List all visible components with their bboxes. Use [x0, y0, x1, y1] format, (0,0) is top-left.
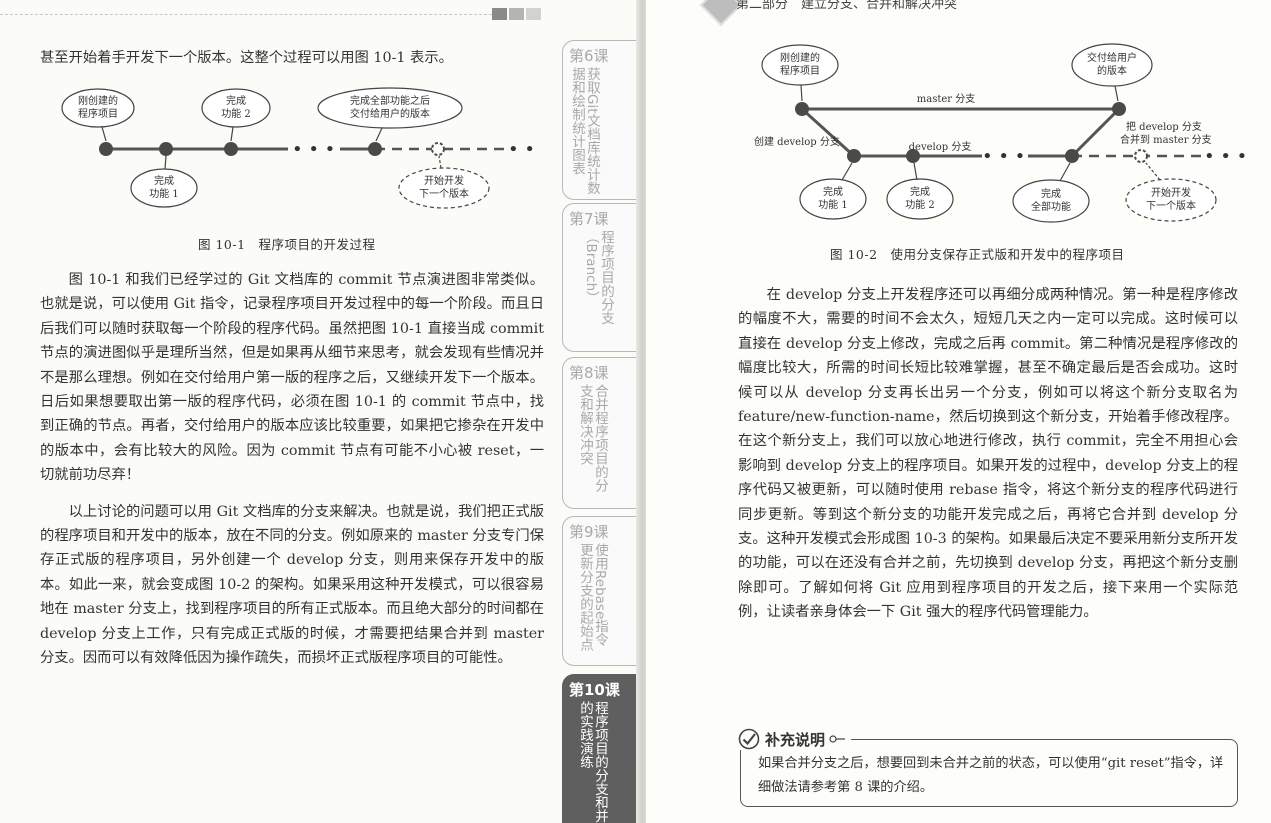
right-paragraph-1: 在 develop 分支上开发程序还可以再细分成两种情况。第一种是程序修改的幅度…: [738, 287, 1238, 621]
bubble-text: 交付给用户: [1087, 51, 1137, 64]
develop-node-3: [1065, 149, 1079, 163]
create-develop-label: 创建 develop 分支: [754, 135, 840, 148]
ellipsis-1: • • •: [292, 139, 335, 160]
commit-node-4: [368, 142, 382, 156]
ellipsis-future: • • •: [1204, 146, 1247, 167]
develop-label: develop 分支: [909, 141, 972, 153]
left-page: 甚至开始着手开发下一个版本。这整个过程可以用图 10-1 表示。 • • • •…: [0, 8, 640, 823]
commit-node-3: [224, 142, 238, 156]
tab-number: 第8课: [569, 364, 609, 382]
bubble-text: 程序项目: [780, 64, 820, 77]
bubble-text: 完成: [154, 174, 174, 187]
corner-blocks: [492, 8, 541, 20]
tab-number: 第6课: [569, 47, 609, 65]
note-title: 补充说明: [765, 730, 826, 749]
develop-node-2: [906, 149, 920, 163]
bubble-done-1: 完成 功能 1: [130, 155, 198, 208]
bubble-new-project: 刚创建的 程序项目: [61, 88, 135, 142]
check-icon: [738, 728, 760, 750]
bubble-text: 的版本: [1097, 64, 1127, 77]
tab-lesson-10[interactable]: 第10课 程序项目的分支和并的实践演练: [562, 674, 640, 823]
commit-node-future: [431, 142, 445, 156]
ellipsis-2: • • •: [508, 139, 540, 160]
merge-label-1: 把 develop 分支: [1126, 120, 1202, 133]
merge-line: [1070, 107, 1121, 158]
intro-line: 甚至开始着手开发下一个版本。这整个过程可以用图 10-1 表示。: [40, 50, 453, 66]
bubble-text: 程序项目: [78, 107, 118, 120]
left-paragraph-2: 以上讨论的问题可以用 Git 文档库的分支来解决。也就是说，我们把正式版的程序项…: [40, 503, 544, 667]
bubble-new-project: 刚创建的 程序项目: [761, 44, 839, 102]
bubble-text: 功能 1: [818, 198, 848, 211]
tab-title: 使用Rebase指令更新分支的起始点: [577, 543, 608, 651]
bubble-text: 下一个版本: [1146, 199, 1196, 212]
bubble-release: 完成全部功能之后 交付给用户的版本: [317, 87, 463, 142]
note-connector-icon: [829, 735, 846, 743]
develop-node-1: [847, 149, 861, 163]
bubble-text: 功能 2: [221, 107, 251, 120]
tab-title: 获取Git文档库统计数据和绘制统计图表: [569, 67, 600, 195]
tab-title: 合并程序项目的分支和解决冲突: [577, 384, 608, 492]
bubble-text: 功能 2: [905, 198, 935, 211]
note-text: 如果合并分支之后，想要回到未合并之前的状态，可以使用“git reset”指令，…: [758, 756, 1224, 795]
bubble-text: 下一个版本: [419, 187, 469, 200]
bubble-all-done: 完成 全部功能: [1012, 162, 1090, 223]
bubble-text: 交付给用户的版本: [350, 107, 430, 120]
tab-number: 第10课: [569, 681, 620, 699]
bubble-next: 开始开发 下一个版本: [398, 155, 490, 209]
bubble-done-2: 完成 功能 2: [886, 162, 954, 220]
part-header: 第二部分 建立分支、合并和解决冲突: [736, 0, 958, 12]
bubble-text: 完成全部功能之后: [350, 94, 430, 107]
dark-block: [492, 8, 507, 20]
bubble-text: 开始开发: [424, 174, 464, 187]
bubble-done-1: 完成 功能 1: [799, 162, 867, 220]
page-top-rule: [0, 14, 492, 15]
note-box: [740, 739, 1238, 807]
tab-number: 第7课: [569, 210, 609, 228]
branch-off-line: [800, 107, 856, 158]
right-page: 第二部分 建立分支、合并和解决冲突 • • • • • • master 分: [646, 0, 1271, 823]
bubble-done-2: 完成 功能 2: [201, 88, 271, 142]
left-paragraph-1: 图 10-1 和我们已经学过的 Git 文档库的 commit 节点演进图非常类…: [40, 272, 544, 484]
bubble-text: 全部功能: [1031, 200, 1071, 213]
bubble-text: 功能 1: [149, 187, 179, 200]
figure-10-2: • • • • • • master 分支 develop 分支 创建 deve…: [754, 43, 1247, 223]
bubble-text: 开始开发: [1151, 186, 1191, 199]
figure-10-1-caption: 图 10-1 程序项目的开发过程: [198, 237, 376, 252]
ellipsis-develop: • • •: [982, 146, 1025, 167]
develop-node-future: [1134, 149, 1148, 163]
tab-number: 第9课: [569, 523, 609, 541]
figure-10-2-caption: 图 10-2 使用分支保存正式版和开发中的程序项目: [830, 247, 1125, 262]
tab-lesson-8[interactable]: 第8课 合并程序项目的分支和解决冲突: [562, 357, 640, 509]
bubble-next: 开始开发 下一个版本: [1125, 162, 1217, 222]
right-body: 在 develop 分支上开发程序还可以再细分成两种情况。第一种是程序修改的幅度…: [738, 283, 1238, 625]
bubble-text: 完成: [910, 185, 930, 198]
bubble-text: 刚创建的: [780, 51, 820, 64]
master-node-start: [795, 102, 809, 116]
commit-node-1: [99, 142, 113, 156]
light-block: [526, 8, 541, 20]
master-label: master 分支: [917, 93, 975, 105]
master-node-release: [1112, 102, 1126, 116]
commit-node-2: [159, 142, 173, 156]
bubble-text: 完成: [823, 185, 843, 198]
tab-title: 程序项目的分支和并的实践演练: [577, 701, 608, 823]
bubble-text: 完成: [1041, 187, 1061, 200]
bubble-text: 刚创建的: [78, 94, 118, 107]
bubble-delivered: 交付给用户 的版本: [1071, 43, 1153, 102]
bubble-text: 完成: [226, 94, 246, 107]
figure-10-1: • • • • • • 刚创建的 程序项目 完成 功能 2: [61, 87, 540, 209]
merge-label-2: 合并到 master 分支: [1120, 133, 1212, 146]
tab-lesson-7[interactable]: 第7课 程序项目的分支（Branch）: [562, 203, 640, 352]
mid-block: [509, 8, 524, 20]
tab-lesson-6[interactable]: 第6课 获取Git文档库统计数据和绘制统计图表: [562, 40, 640, 200]
left-body: 图 10-1 和我们已经学过的 Git 文档库的 commit 节点演进图非常类…: [40, 268, 544, 671]
tab-lesson-9[interactable]: 第9课 使用Rebase指令更新分支的起始点: [562, 516, 640, 666]
tab-title: 程序项目的分支（Branch）: [583, 230, 614, 325]
note-header: 补充说明: [738, 728, 852, 750]
